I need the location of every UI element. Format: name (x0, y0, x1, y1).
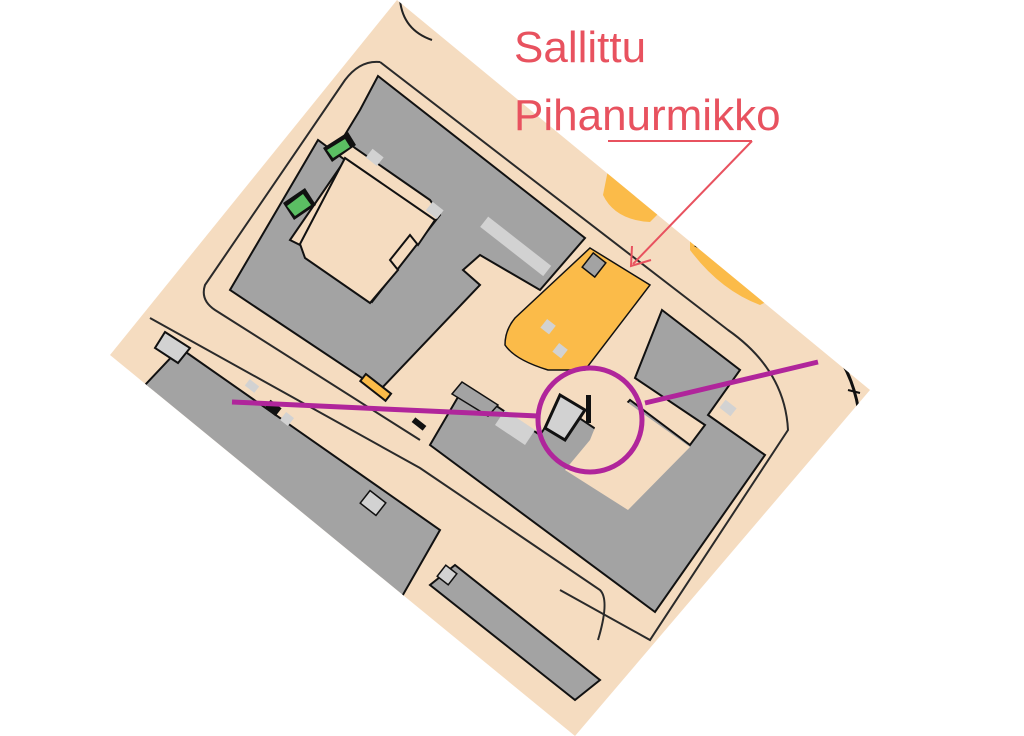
canopy-8 (543, 392, 588, 443)
curb-top-left (399, 0, 433, 41)
canopy-13 (359, 489, 387, 517)
canopy-4 (540, 318, 556, 335)
building-south (428, 563, 602, 702)
green-patch-1 (323, 132, 356, 162)
annotation-line-2: Pihanurmikko (514, 91, 781, 140)
course-leg-in (231, 399, 539, 419)
canopy-7 (495, 410, 535, 445)
canopy-14 (436, 564, 458, 586)
road-outline (202, 60, 790, 642)
canopy-12 (279, 411, 295, 427)
courtyard-east (565, 390, 690, 510)
course-overprint (231, 359, 819, 475)
canopy-southwest (153, 330, 192, 365)
paved-strip (358, 372, 393, 403)
green-patch-2 (283, 188, 316, 220)
annotation-line-1: Sallittu (514, 23, 647, 72)
annotation-arrow (608, 140, 753, 268)
canopy-passage (480, 216, 552, 277)
courtyard-north (298, 156, 437, 305)
wall-1 (586, 395, 591, 423)
paved-area-main (504, 247, 652, 371)
canopy-5 (552, 342, 568, 359)
canopy-2 (425, 201, 444, 220)
wall-2 (411, 417, 427, 431)
paved-area-north (603, 170, 660, 222)
canopy-1 (365, 148, 384, 167)
control-circle (535, 365, 645, 475)
canopy-3 (581, 251, 607, 279)
canopy-9 (719, 399, 737, 417)
course-leg-out (644, 359, 819, 406)
road-outline-lower (149, 317, 606, 641)
canopy-10 (244, 379, 260, 393)
